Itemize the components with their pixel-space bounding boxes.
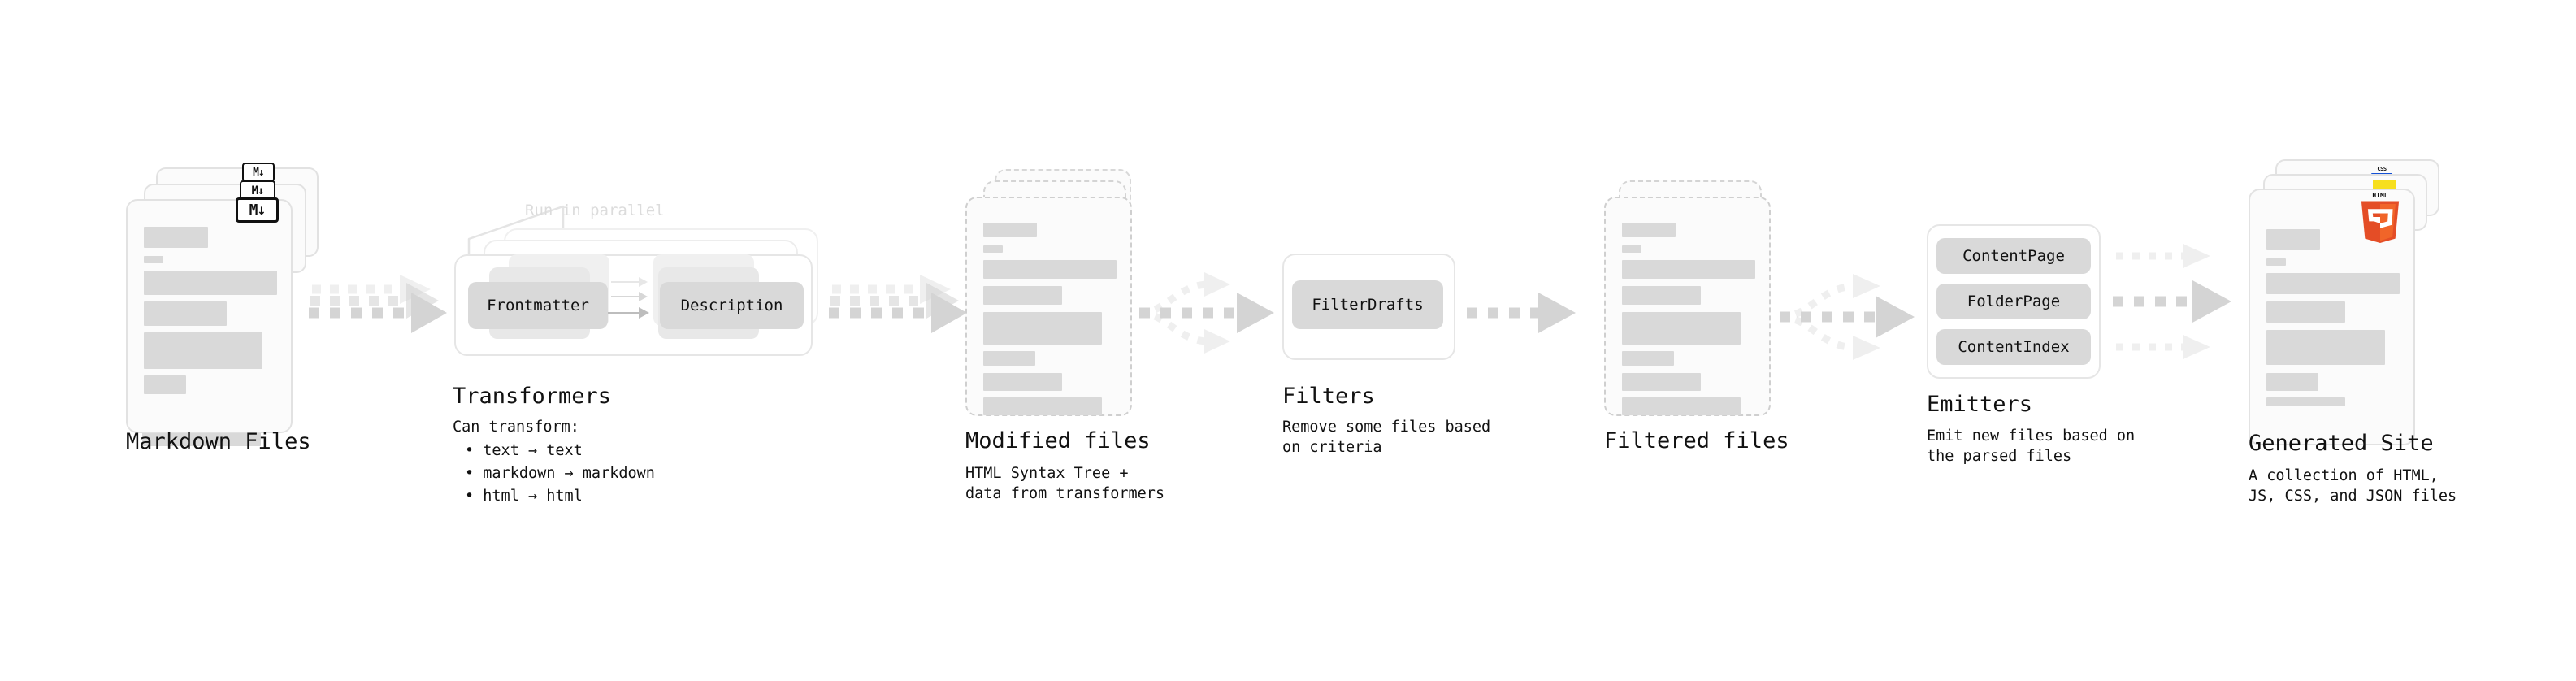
transformer-bullet-3: • html → html bbox=[465, 488, 583, 505]
content-bar bbox=[983, 397, 1102, 415]
arrow-modified-to-filters bbox=[1138, 272, 1274, 354]
stage-title-transformers: Transformers bbox=[453, 384, 612, 409]
content-bar bbox=[144, 301, 227, 326]
transformer-chip-label: Description bbox=[680, 297, 783, 314]
html5-logo-icon: HTML bbox=[2361, 192, 2400, 243]
content-bar bbox=[983, 286, 1062, 305]
stage-title-filtered-files: Filtered files bbox=[1604, 428, 1789, 453]
content-bar bbox=[1622, 351, 1674, 366]
content-bar bbox=[983, 223, 1037, 237]
content-bar bbox=[983, 373, 1062, 391]
stage-subtitle-generated-site: A collection of HTML, JS, CSS, and JSON … bbox=[2249, 467, 2457, 505]
stage-title-markdown-files: Markdown Files bbox=[126, 429, 311, 454]
site-card-front-bottom bbox=[2249, 406, 2415, 445]
markdown-card-front bbox=[126, 199, 293, 425]
content-bar bbox=[1622, 260, 1755, 279]
emitter-chip-label: ContentPage bbox=[1962, 247, 2065, 265]
stage-title-emitters: Emitters bbox=[1927, 392, 2033, 417]
content-bar bbox=[983, 245, 1003, 253]
filtered-card-front bbox=[1604, 197, 1771, 416]
markdown-badge-back-2: M↓ bbox=[242, 163, 275, 182]
content-bar bbox=[2266, 373, 2318, 391]
markdown-card-front-bottom bbox=[126, 398, 293, 433]
emitter-chip-label: ContentIndex bbox=[1958, 338, 2070, 356]
filter-chip-filterdrafts[interactable]: FilterDrafts bbox=[1292, 280, 1443, 329]
arrow-transformers-to-modified bbox=[829, 275, 967, 333]
content-bar bbox=[144, 332, 262, 369]
arrow-emitters-to-site bbox=[2113, 244, 2231, 359]
content-bar bbox=[1622, 245, 1641, 253]
content-bar bbox=[144, 227, 208, 248]
markdown-badge-icon: M↓ bbox=[236, 197, 279, 223]
emitter-chip-label: FolderPage bbox=[1967, 293, 2061, 310]
arrow-markdown-to-transformers bbox=[309, 275, 447, 333]
transformer-inner-arrows bbox=[607, 277, 649, 319]
stage-title-modified-files: Modified files bbox=[965, 428, 1151, 453]
content-bar bbox=[1622, 223, 1676, 237]
markdown-badge-label: M↓ bbox=[249, 202, 267, 219]
filter-chip-label: FilterDrafts bbox=[1312, 296, 1424, 314]
stage-title-filters: Filters bbox=[1282, 384, 1375, 409]
content-bar bbox=[1622, 286, 1701, 305]
content-bar bbox=[1622, 397, 1741, 415]
transformer-chip-frontmatter[interactable]: Frontmatter bbox=[468, 282, 608, 329]
content-bar bbox=[1622, 312, 1741, 345]
transformer-bullet-1: • text → text bbox=[465, 442, 583, 459]
transformer-bullet-2: • markdown → markdown bbox=[465, 465, 655, 482]
content-bar bbox=[144, 375, 186, 394]
arrow-filtered-to-emitters bbox=[1779, 274, 1915, 360]
emitter-chip-contentpage[interactable]: ContentPage bbox=[1936, 238, 2091, 274]
content-bar bbox=[2266, 330, 2385, 365]
content-bar bbox=[983, 351, 1035, 366]
stage-subtitle-emitters: Emit new files based on the parsed files bbox=[1927, 427, 2136, 465]
content-bar bbox=[2266, 301, 2345, 323]
content-bar bbox=[2266, 273, 2400, 294]
css-badge-label: CSS bbox=[2377, 166, 2387, 172]
content-bar bbox=[2266, 258, 2286, 266]
stage-subtitle-transformers: Can transform: bbox=[453, 419, 579, 436]
emitter-chip-contentindex[interactable]: ContentIndex bbox=[1936, 329, 2091, 365]
emitter-chip-folderpage[interactable]: FolderPage bbox=[1936, 284, 2091, 319]
content-bar bbox=[1622, 373, 1701, 391]
content-bar bbox=[144, 271, 277, 295]
run-in-parallel-label: Run in parallel bbox=[525, 202, 665, 219]
content-bar bbox=[2266, 229, 2320, 250]
stage-subtitle-filters: Remove some files based on criteria bbox=[1282, 419, 1491, 456]
content-bar bbox=[144, 256, 163, 263]
transformer-chip-label: Frontmatter bbox=[487, 297, 589, 314]
transformer-chip-description[interactable]: Description bbox=[660, 282, 804, 329]
stage-subtitle-modified-files: HTML Syntax Tree + data from transformer… bbox=[965, 465, 1165, 502]
svg-text:HTML: HTML bbox=[2372, 192, 2387, 199]
modified-card-front bbox=[965, 197, 1132, 416]
content-bar bbox=[983, 260, 1117, 279]
arrow-filters-to-filtered bbox=[1467, 293, 1576, 333]
stage-title-generated-site: Generated Site bbox=[2249, 431, 2434, 456]
content-bar bbox=[983, 312, 1102, 345]
